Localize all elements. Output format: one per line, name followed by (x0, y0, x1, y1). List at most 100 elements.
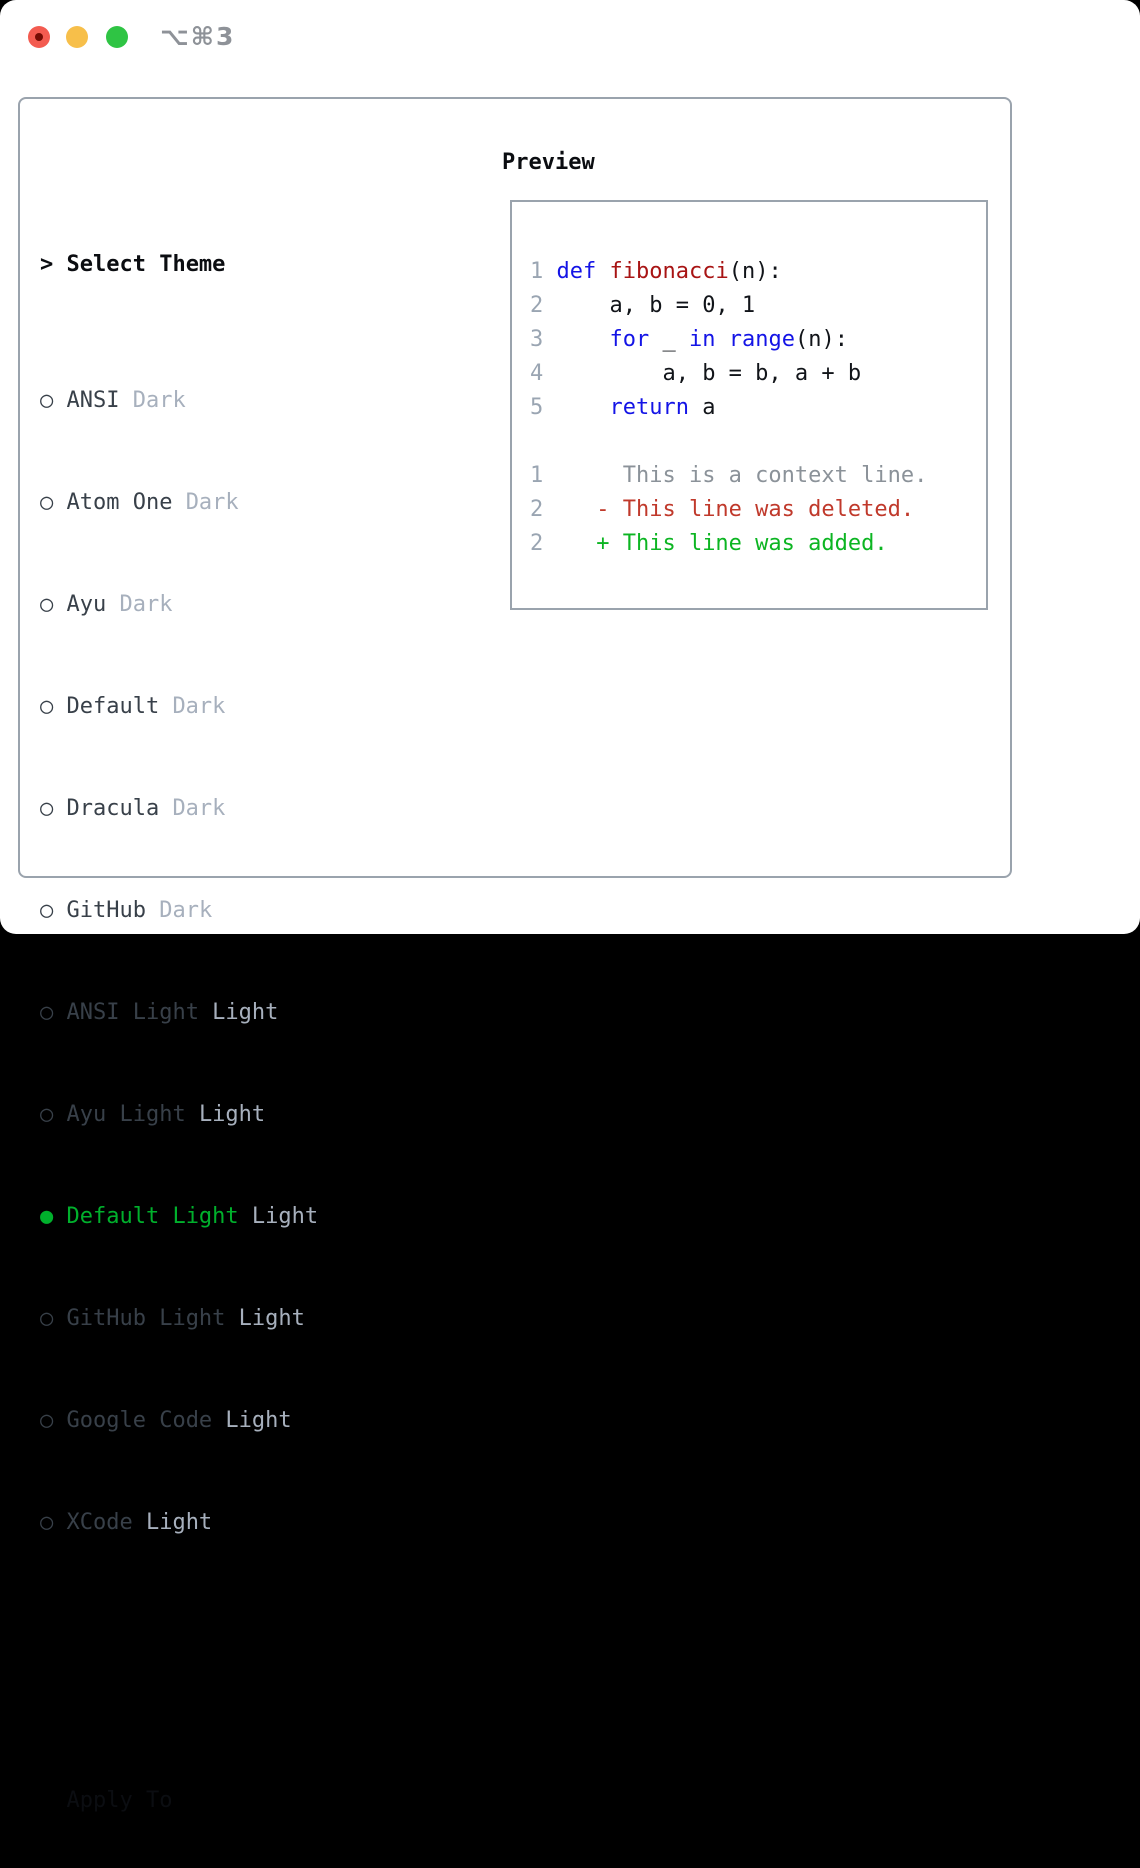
code-segment: a, b = 0, 1 (543, 293, 756, 318)
theme-name: XCode (66, 1510, 133, 1535)
diff-segment: - This line was deleted. (543, 497, 915, 522)
theme-name: Atom One (66, 490, 173, 515)
theme-option-default-light[interactable]: ● Default Light Light (40, 1200, 411, 1234)
theme-tag: Light (145, 1510, 213, 1535)
code-segment: in (688, 327, 716, 352)
radio-selected-icon: ● (40, 1204, 54, 1229)
diff-deleted-line: 2 - This line was deleted. (530, 493, 986, 527)
theme-name: ANSI Light (66, 1000, 199, 1025)
cursor-icon: > (40, 252, 54, 277)
theme-tag: Dark (132, 388, 186, 413)
radio-icon: ○ (40, 694, 54, 719)
theme-option-atom-one-dark[interactable]: ○ Atom One Dark (40, 486, 411, 520)
diff-segment: This is a context line. (543, 463, 928, 488)
theme-name: Dracula (66, 796, 160, 821)
theme-option-ansi-dark[interactable]: ○ ANSI Dark (40, 384, 411, 418)
radio-icon: ○ (40, 490, 54, 515)
code-line: 5 return a (530, 391, 986, 425)
theme-option-default-dark[interactable]: ○ Default Dark (40, 690, 411, 724)
titlebar: ⌥⌘3 (0, 0, 1140, 72)
code-segment: (n): (728, 259, 782, 284)
theme-tag: Light (238, 1306, 305, 1331)
close-button[interactable] (28, 26, 50, 48)
code-segment (596, 259, 609, 284)
preview-pane: 1 def fibonacci(n): 2 a, b = 0, 1 3 for … (510, 200, 988, 610)
code-segment (543, 395, 609, 420)
code-line: 2 a, b = 0, 1 (530, 289, 986, 323)
spacer (530, 425, 986, 459)
code-segment (543, 327, 609, 352)
apply-to-title: Apply To (66, 1788, 173, 1813)
theme-name: Ayu Light (66, 1102, 186, 1127)
radio-icon: ○ (40, 592, 54, 617)
radio-icon: ○ (40, 898, 54, 923)
theme-option-ayu-dark[interactable]: ○ Ayu Dark (40, 588, 411, 622)
line-number: 4 (530, 361, 544, 386)
line-number: 2 (530, 531, 544, 556)
theme-tag: Dark (159, 898, 213, 923)
theme-option-ansi-light[interactable]: ○ ANSI Light Light (40, 996, 411, 1030)
theme-list-header: > Select Theme (40, 248, 411, 282)
code-segment (715, 327, 728, 352)
code-segment: return (609, 395, 689, 420)
radio-icon: ○ (40, 1306, 54, 1331)
theme-name: Default (66, 694, 160, 719)
code-segment: for (609, 327, 650, 352)
line-number: 1 (530, 259, 544, 284)
code-line: 3 for _ in range(n): (530, 323, 986, 357)
theme-option-github-dark[interactable]: ○ GitHub Dark (40, 894, 411, 928)
diff-added-line: 2 + This line was added. (530, 527, 986, 561)
radio-icon: ○ (40, 1408, 54, 1433)
theme-tag: Dark (119, 592, 173, 617)
line-number: 3 (530, 327, 544, 352)
code-segment: def (556, 259, 597, 284)
radio-icon: ○ (40, 1510, 54, 1535)
code-segment: a (688, 395, 716, 420)
theme-tag: Light (225, 1408, 292, 1433)
code-segment (543, 259, 556, 284)
indent (40, 1784, 66, 1818)
theme-name: GitHub Light (66, 1306, 226, 1331)
line-number: 2 (530, 293, 544, 318)
theme-tag: Light (212, 1000, 279, 1025)
theme-name: GitHub (66, 898, 146, 923)
line-number: 2 (530, 497, 544, 522)
theme-name: Google Code (66, 1408, 213, 1433)
theme-option-dracula-dark[interactable]: ○ Dracula Dark (40, 792, 411, 826)
theme-option-xcode[interactable]: ○ XCode Light (40, 1506, 411, 1540)
radio-icon: ○ (40, 796, 54, 821)
theme-tag: Dark (172, 796, 226, 821)
code-segment: _ (649, 327, 689, 352)
theme-name: Ayu (66, 592, 107, 617)
code-line: 4 a, b = b, a + b (530, 357, 986, 391)
theme-list-title: Select Theme (66, 252, 226, 277)
line-number: 5 (530, 395, 544, 420)
theme-name: Default Light (66, 1204, 239, 1229)
minimize-button[interactable] (66, 26, 88, 48)
theme-tag: Light (198, 1102, 266, 1127)
radio-icon: ○ (40, 1000, 54, 1025)
code-line: 1 def fibonacci(n): (530, 255, 986, 289)
code-segment: a, b = b, a + b (543, 361, 862, 386)
line-number: 1 (530, 463, 544, 488)
apply-to-header: Apply To (40, 1784, 411, 1818)
theme-option-github-light[interactable]: ○ GitHub Light Light (40, 1302, 411, 1336)
theme-tag: Light (251, 1204, 319, 1229)
code-segment: fibonacci (609, 259, 729, 284)
radio-icon: ○ (40, 388, 54, 413)
preview-title: Preview (502, 150, 595, 175)
code-segment: range (728, 327, 795, 352)
diff-segment: + This line was added. (543, 531, 888, 556)
theme-tag: Dark (185, 490, 239, 515)
zoom-button[interactable] (106, 26, 128, 48)
theme-option-google-code[interactable]: ○ Google Code Light (40, 1404, 411, 1438)
code-segment: (n): (794, 327, 848, 352)
theme-tag: Dark (172, 694, 226, 719)
theme-name: ANSI (66, 388, 120, 413)
window-title: ⌥⌘3 (160, 22, 236, 51)
diff-context-line: 1 This is a context line. (530, 459, 986, 493)
